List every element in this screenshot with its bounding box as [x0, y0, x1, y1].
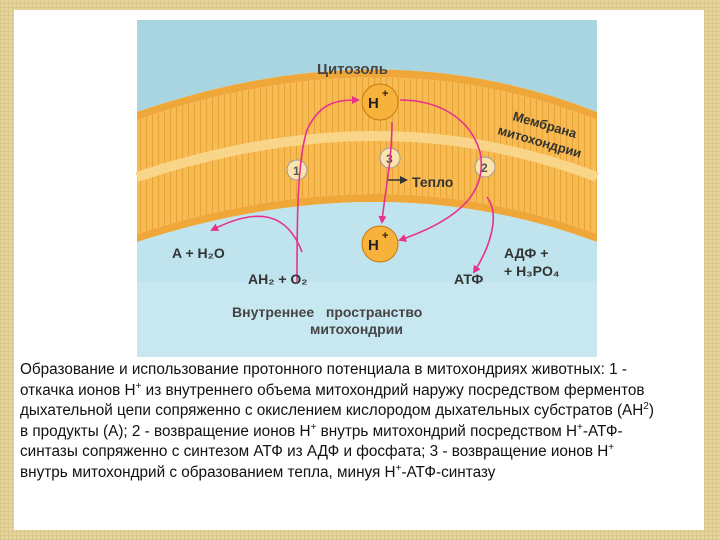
membrane-inner-edge	[137, 194, 597, 242]
proton-top-label: H	[368, 95, 379, 112]
arrow-1-pump	[296, 96, 360, 283]
arrow-1-oxidation	[210, 215, 303, 253]
proton-top-bubble	[361, 83, 399, 121]
proton-top-charge: +	[382, 88, 388, 100]
membrane-midline	[135, 131, 599, 182]
matrix-label-1: Внутреннее пространство	[232, 304, 422, 320]
substrate-left-label: AH₂ + O₂	[248, 271, 308, 287]
substrate-right-label-2: + H₃PO₄	[504, 263, 560, 279]
caption-text: Образование и использование протонного п…	[20, 361, 654, 481]
arrow-3-leak	[378, 121, 393, 224]
figure-caption: Образование и использование протонного п…	[20, 360, 660, 483]
proton-bottom-bubble	[361, 225, 399, 263]
step-2-label: 2	[481, 161, 488, 175]
cytosol-region	[137, 20, 597, 112]
step-2-bubble	[474, 156, 496, 178]
membrane-bilayer	[137, 77, 597, 234]
proton-bottom-label: H	[368, 237, 379, 254]
membrane-outer-edge	[137, 69, 597, 120]
matrix-label-2: митохондрии	[310, 321, 403, 337]
arrow-2-synthesis	[472, 196, 495, 274]
product-left-label: A + H₂O	[172, 245, 225, 261]
step-1-bubble	[286, 159, 308, 181]
proton-bottom-charge: +	[382, 230, 388, 242]
step-1-label: 1	[293, 164, 300, 178]
mitochondria-diagram: Цитозоль Мембрана митохондрии H + H + 1 …	[135, 20, 599, 357]
product-right-label: АТФ	[454, 271, 483, 287]
matrix-bottom	[137, 282, 597, 357]
heat-label: Тепло	[412, 174, 453, 190]
cytosol-label: Цитозоль	[317, 61, 388, 78]
slide-card: Цитозоль Мембрана митохондрии H + H + 1 …	[14, 10, 704, 530]
arrow-2-return	[398, 99, 482, 242]
substrate-right-label-1: АДФ +	[504, 245, 548, 261]
